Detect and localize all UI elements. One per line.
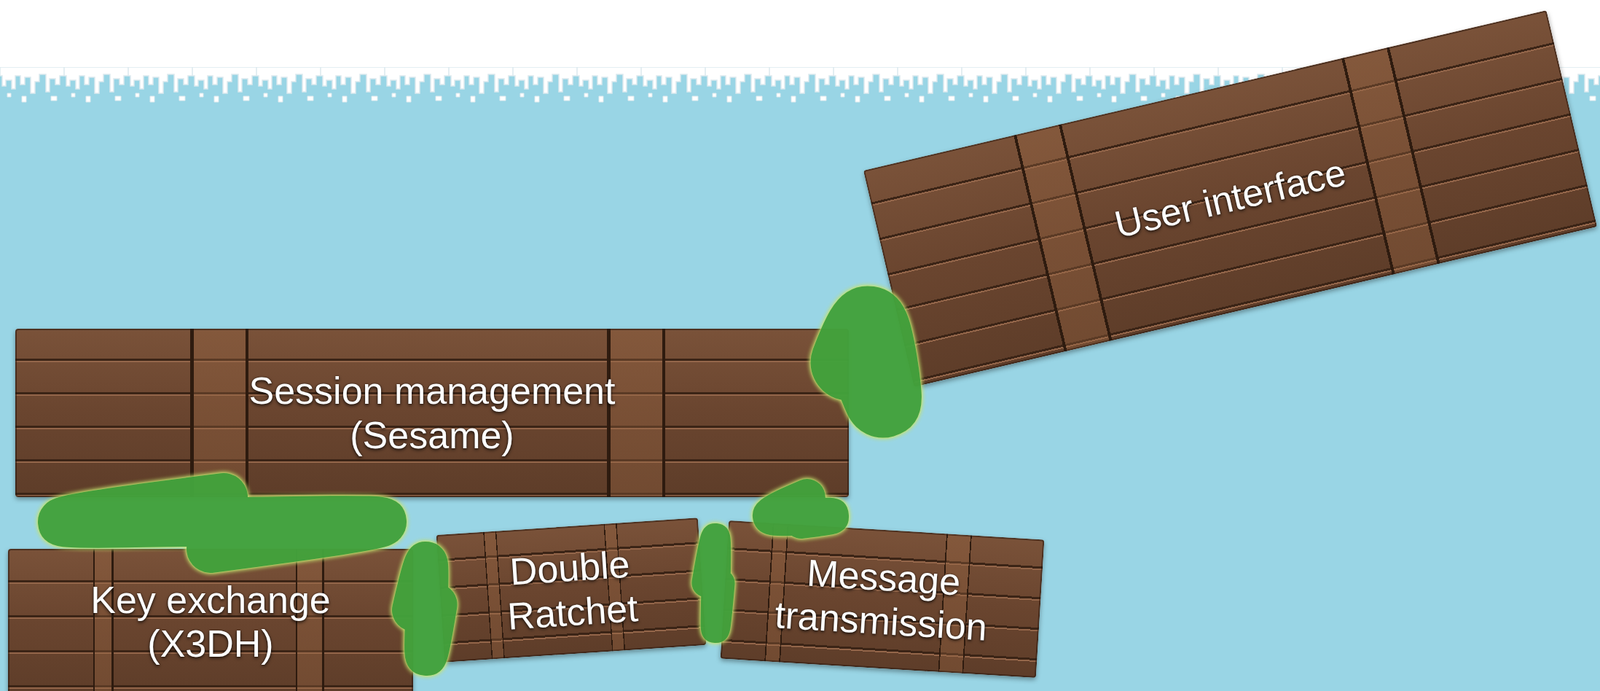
plank-box: Key exchange (X3DH) <box>8 548 414 691</box>
plank-label: Session management (Sesame) <box>228 368 637 457</box>
plank-label: User interface <box>1110 150 1351 247</box>
moss-connector <box>413 562 437 655</box>
plank-box: Session management (Sesame) <box>15 328 849 497</box>
moss-connector <box>61 496 383 549</box>
plank-label: Key exchange (X3DH) <box>72 577 349 666</box>
plank-label: Message transmission <box>734 546 1031 653</box>
plank-box: Double Ratchet <box>436 517 707 662</box>
plank-box: User interface <box>863 10 1598 387</box>
moss-connector <box>848 324 884 400</box>
moss-connector <box>770 496 831 521</box>
plank-label: Double Ratchet <box>459 538 683 641</box>
plank-box: Message transmission <box>720 520 1045 678</box>
moss-connector <box>706 537 720 629</box>
